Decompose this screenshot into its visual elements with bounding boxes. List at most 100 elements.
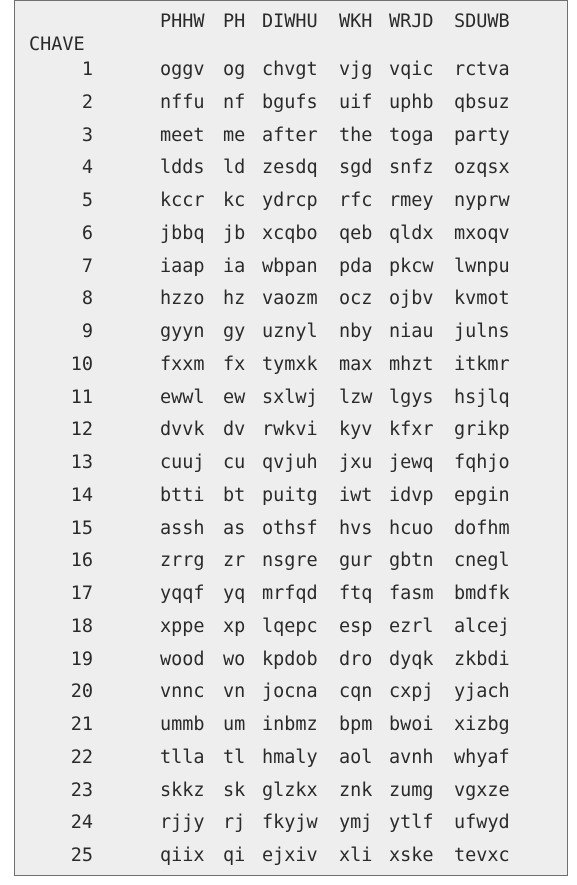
key-number: 12 (70, 419, 93, 441)
column-header: SDUWB (454, 11, 510, 32)
table-cell: kyv (339, 419, 373, 441)
table-cell: qbsuz (454, 91, 510, 113)
table-cell: snfz (389, 157, 434, 179)
table-cell: hz (223, 288, 246, 310)
table-cell: rmey (389, 190, 434, 211)
table-cell: iwt (339, 484, 373, 506)
table-cell: vgxze (454, 779, 510, 801)
table-cell: cnegl (454, 550, 510, 572)
table-cell: chvgt (262, 59, 318, 80)
table-cell: cqn (339, 681, 373, 703)
key-number: 17 (70, 583, 93, 604)
table-cell: puitg (262, 484, 318, 506)
table-cell: assh (160, 517, 205, 539)
table-cell: qi (223, 845, 246, 866)
table-cell: zkbdi (454, 648, 510, 670)
table-cell: tevxc (454, 845, 510, 866)
table-cell: aol (339, 746, 373, 768)
key-number: 20 (70, 681, 93, 703)
table-cell: ftq (339, 583, 373, 604)
table-cell: jxu (339, 452, 373, 473)
table-cell: esp (339, 615, 373, 637)
column-header: DIWHU (262, 11, 318, 32)
table-cell: pda (339, 255, 373, 277)
table-cell: ldds (160, 157, 205, 179)
table-cell: avnh (389, 746, 434, 768)
key-number: 11 (70, 386, 93, 408)
table-cell: zrrg (160, 550, 205, 572)
table-cell: yq (223, 583, 246, 604)
table-cell: rjjy (160, 812, 205, 834)
table-cell: gbtn (389, 550, 434, 572)
table-cell: iaap (160, 255, 205, 277)
key-number: 14 (70, 484, 93, 506)
table-cell: bwoi (389, 714, 434, 735)
table-cell: qiix (160, 845, 205, 866)
table-cell: cuuj (160, 452, 205, 473)
table-cell: bmdfk (454, 583, 510, 604)
table-cell: bpm (339, 714, 373, 735)
key-number: 7 (81, 255, 93, 277)
table-cell: ew (223, 386, 246, 408)
table-cell: xske (389, 845, 434, 866)
table-cell: julns (454, 321, 510, 342)
table-cell: fxxm (160, 353, 205, 375)
table-cell: lqepc (262, 615, 318, 637)
table-cell: wbpan (262, 255, 318, 277)
key-number: 9 (81, 321, 93, 342)
table-cell: othsf (262, 517, 318, 539)
table-cell: zesdq (262, 157, 318, 179)
table-cell: ia (223, 255, 246, 277)
table-cell: cu (223, 452, 246, 473)
table-cell: nffu (160, 91, 205, 113)
key-number: 1 (81, 59, 93, 80)
table-cell: ummb (160, 714, 205, 735)
table-cell: gur (339, 550, 373, 572)
table-cell: idvp (389, 484, 434, 506)
table-cell: um (223, 714, 246, 735)
table-cell: dvvk (160, 419, 205, 441)
table-cell: ozqsx (454, 157, 510, 179)
key-number: 24 (70, 812, 93, 834)
column-header: WRJD (389, 11, 434, 32)
table-cell: jb (223, 222, 246, 244)
table-cell: fx (223, 353, 246, 375)
table-cell: tymxk (262, 353, 318, 375)
table-cell: uznyl (262, 321, 318, 342)
key-number: 6 (81, 222, 93, 244)
table-cell: hmaly (262, 746, 318, 768)
table-cell: hsjlq (454, 386, 510, 408)
table-cell: zr (223, 550, 246, 572)
table-cell: kccr (160, 190, 205, 211)
key-number: 13 (70, 452, 93, 473)
table-cell: kc (223, 190, 246, 211)
table-cell: xp (223, 615, 246, 637)
table-cell: inbmz (262, 714, 318, 735)
table-cell: ufwyd (454, 812, 510, 834)
table-cell: meet (160, 124, 205, 146)
table-cell: dv (223, 419, 246, 441)
key-number: 23 (70, 779, 93, 801)
table-cell: qeb (339, 222, 373, 244)
table-cell: xli (339, 845, 373, 866)
table-cell: as (223, 517, 246, 539)
key-number: 22 (70, 746, 93, 768)
table-cell: lzw (339, 386, 373, 408)
table-cell: nby (339, 321, 373, 342)
column-header: PHHW (160, 11, 205, 32)
table-cell: vnnc (160, 681, 205, 703)
table-cell: kvmot (454, 288, 510, 310)
table-cell: fasm (389, 583, 434, 604)
table-cell: hcuo (389, 517, 434, 539)
table-cell: zumg (389, 779, 434, 801)
table-cell: whyaf (454, 746, 510, 768)
